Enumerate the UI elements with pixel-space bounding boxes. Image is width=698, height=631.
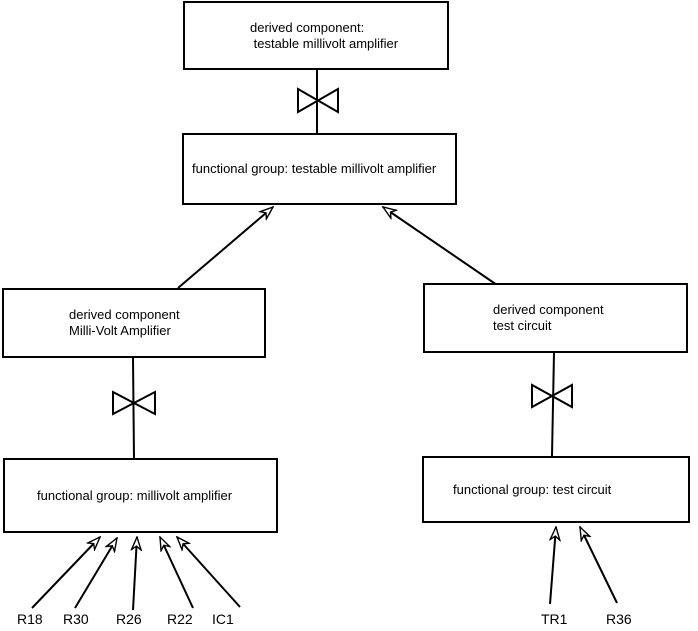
arrow-derived-test-to-functional-testable bbox=[383, 207, 498, 286]
node-derived-component-testable-millivolt-amplifier: derived component: testable millivolt am… bbox=[183, 1, 449, 70]
connector-right bbox=[531, 352, 573, 457]
bowtie-icon bbox=[112, 390, 156, 416]
node-functional-group-test-circuit: functional group: test circuit bbox=[422, 456, 690, 523]
node-text-line: functional group: test circuit bbox=[453, 481, 612, 497]
node-text-line: functional group: testable millivolt amp… bbox=[192, 161, 437, 176]
node-text-line: derived component: bbox=[250, 19, 365, 35]
arrow-r36 bbox=[579, 527, 618, 604]
arrow-derived-millivolt-to-functional-testable bbox=[177, 207, 273, 289]
bowtie-icon bbox=[531, 383, 573, 409]
arrow-tr1 bbox=[550, 527, 556, 605]
component-label-ic1: IC1 bbox=[212, 611, 234, 627]
node-derived-component-test-circuit: derived component test circuit bbox=[423, 283, 688, 353]
connector-top bbox=[297, 70, 339, 133]
node-text-line: test circuit bbox=[493, 318, 552, 333]
arrow-ic1 bbox=[177, 537, 241, 608]
arrow-r22 bbox=[159, 537, 194, 609]
component-label-tr1: TR1 bbox=[541, 611, 568, 627]
node-text-line: derived component bbox=[493, 302, 604, 317]
node-functional-group-testable-millivolt-amplifier: functional group: testable millivolt amp… bbox=[182, 133, 457, 205]
component-label-r30: R30 bbox=[63, 611, 89, 627]
arrow-r18 bbox=[31, 537, 100, 609]
component-label-r18: R18 bbox=[17, 611, 43, 627]
node-functional-group-millivolt-amplifier: functional group: millivolt amplifier bbox=[3, 458, 278, 533]
arrow-r26 bbox=[133, 537, 137, 611]
bowtie-icon bbox=[297, 87, 339, 114]
node-text-line: Milli-Volt Amplifier bbox=[69, 323, 171, 338]
node-text-line: testable millivolt amplifier bbox=[250, 35, 399, 51]
component-label-r36: R36 bbox=[606, 611, 632, 627]
node-text-line: functional group: millivolt amplifier bbox=[37, 487, 233, 503]
arrow-r30 bbox=[74, 538, 117, 609]
connector-left bbox=[112, 357, 156, 459]
component-label-r26: R26 bbox=[116, 611, 142, 627]
node-derived-component-millivolt-amplifier: derived component Milli-Volt Amplifier bbox=[2, 288, 266, 358]
node-text-line: derived component bbox=[69, 307, 180, 322]
component-label-r22: R22 bbox=[167, 611, 193, 627]
